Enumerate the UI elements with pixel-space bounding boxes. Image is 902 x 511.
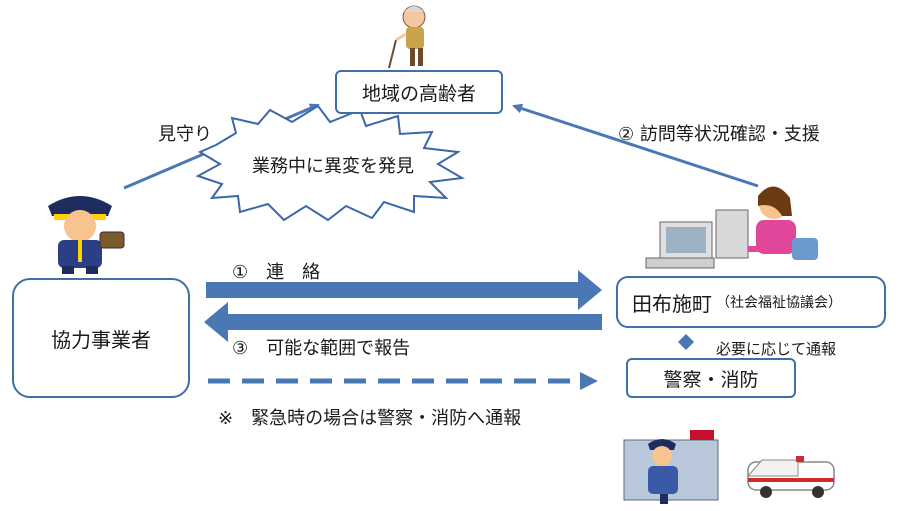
delivery-worker-icon (48, 196, 125, 274)
partner-label: 協力事業者 (51, 327, 151, 352)
emergency-label: ※ 緊急時の場合は警察・消防へ通報 (218, 408, 522, 429)
visit-arrow (512, 103, 759, 188)
anomaly-starburst (195, 104, 466, 222)
town-sublabel: （社会福祉協議会） (716, 295, 842, 311)
ambulance-icon (746, 456, 835, 498)
notify-connector (678, 334, 694, 350)
partner-node: 協力事業者 (12, 278, 190, 398)
anomaly-label: 業務中に異変を発見 (252, 156, 414, 177)
town-label: 田布施町 (632, 291, 712, 316)
elderly-node: 地域の高齢者 (335, 70, 503, 114)
office-staff-computer-icon (645, 186, 818, 269)
police-node: 警察・消防 (626, 358, 796, 398)
notify-label: 必要に応じて通報 (716, 340, 837, 358)
visit-label: ② 訪問等状況確認・支援 (618, 124, 820, 145)
elderly-person-icon (388, 5, 426, 69)
report-label: ③ 可能な範囲で報告 (232, 338, 411, 359)
contact-arrow (206, 270, 602, 310)
report-arrow (204, 302, 602, 342)
elderly-label: 地域の高齢者 (361, 82, 476, 105)
contact-label: ① 連 絡 (232, 262, 321, 283)
watch-label: 見守り (158, 124, 212, 145)
police-officer-icon (623, 430, 719, 504)
emergency-arrowhead (580, 372, 598, 390)
police-label: 警察・消防 (663, 368, 759, 391)
town-node: 田布施町 （社会福祉協議会） (616, 276, 886, 328)
